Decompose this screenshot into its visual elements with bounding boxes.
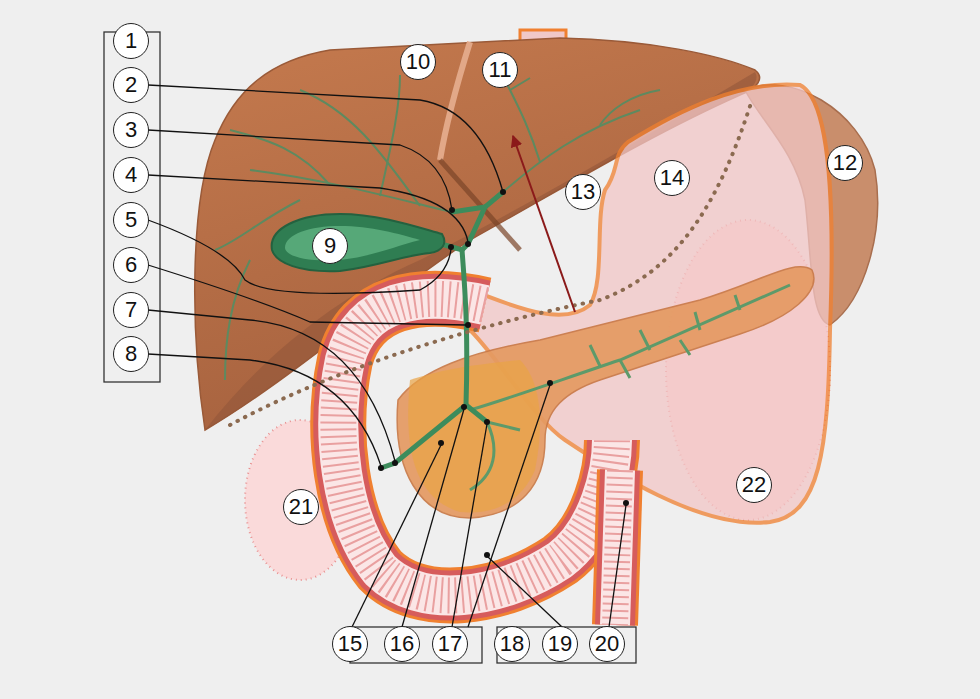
callout-circle: 16 bbox=[384, 626, 420, 662]
callout-number: 4 bbox=[125, 164, 137, 186]
callout-number: 6 bbox=[125, 254, 137, 276]
callout-number: 12 bbox=[833, 152, 857, 174]
callout-circle: 15 bbox=[332, 626, 368, 662]
callout-circle: 22 bbox=[736, 467, 772, 503]
callout-circle: 1 bbox=[113, 23, 149, 59]
gallbladder bbox=[272, 214, 445, 271]
callout-circle: 4 bbox=[113, 157, 149, 193]
callout-circle: 3 bbox=[113, 112, 149, 148]
callout-number: 22 bbox=[742, 474, 766, 496]
leader-dot bbox=[378, 189, 629, 558]
callout-number: 7 bbox=[125, 299, 137, 321]
callout-number: 14 bbox=[660, 167, 684, 189]
callout-number: 15 bbox=[338, 633, 362, 655]
callout-number: 8 bbox=[125, 343, 137, 365]
callout-number: 13 bbox=[571, 181, 595, 203]
callout-circle: 2 bbox=[113, 67, 149, 103]
leader-line bbox=[148, 85, 626, 627]
callout-circle: 14 bbox=[654, 160, 690, 196]
callout-number: 16 bbox=[390, 633, 414, 655]
falciform-ligament bbox=[440, 42, 470, 160]
callout-number: 21 bbox=[289, 496, 313, 518]
callout-number: 10 bbox=[406, 51, 430, 73]
callout-frame bbox=[104, 32, 636, 663]
callout-number: 5 bbox=[125, 209, 137, 231]
callout-circle: 10 bbox=[400, 44, 436, 80]
callout-circle: 17 bbox=[432, 626, 468, 662]
callout-circle: 11 bbox=[482, 52, 518, 88]
callout-circle: 12 bbox=[827, 145, 863, 181]
callout-number: 19 bbox=[548, 633, 572, 655]
callout-circle: 18 bbox=[494, 626, 530, 662]
callout-circle: 19 bbox=[542, 626, 578, 662]
callout-circle: 7 bbox=[113, 292, 149, 328]
callout-number: 11 bbox=[489, 59, 512, 81]
callout-number: 17 bbox=[438, 633, 462, 655]
callout-circle: 20 bbox=[589, 626, 625, 662]
callout-number: 3 bbox=[125, 119, 137, 141]
callout-number: 2 bbox=[125, 74, 137, 96]
callout-circle: 8 bbox=[113, 336, 149, 372]
ligament bbox=[440, 160, 520, 250]
callout-circle: 13 bbox=[565, 174, 601, 210]
pancreas bbox=[397, 267, 814, 518]
callout-circle: 9 bbox=[312, 228, 348, 264]
callout-number: 9 bbox=[324, 235, 336, 257]
pancreatic-duct bbox=[470, 285, 790, 490]
direction-arrow bbox=[513, 136, 575, 312]
callout-circle: 5 bbox=[113, 202, 149, 238]
callout-circle: 21 bbox=[283, 489, 319, 525]
callout-number: 1 bbox=[125, 30, 137, 52]
callout-number: 18 bbox=[500, 633, 524, 655]
callout-circle: 6 bbox=[113, 247, 149, 283]
callout-number: 20 bbox=[595, 633, 619, 655]
gallbladder-lumen bbox=[285, 226, 420, 260]
